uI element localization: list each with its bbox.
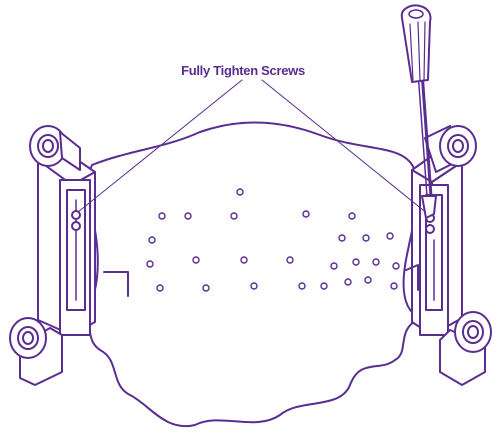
right-screw-2 [425,224,435,234]
screwdriver-icon [400,4,437,219]
left-bracket [103,271,129,297]
left-rail [9,125,96,386]
left-screw-2 [71,221,81,231]
hole-pattern [146,188,400,292]
leader-line-left [77,79,243,213]
leader-line-right [261,79,429,215]
left-screw-1 [71,210,81,220]
right-bracket [405,264,419,291]
right-rail [411,125,492,386]
fabric-panel [79,121,421,428]
callout-label: Fully Tighten Screws [181,63,305,78]
